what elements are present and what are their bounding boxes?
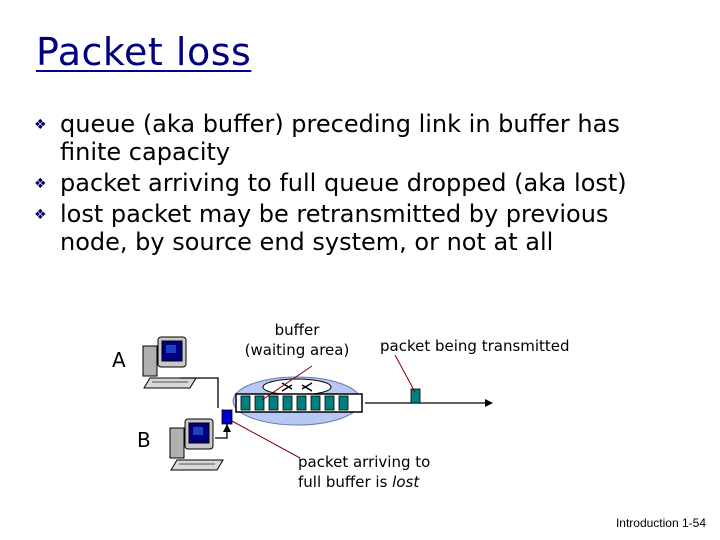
bullet-check-icon: ❖ <box>34 117 47 133</box>
arriving-label-line: packet arriving to <box>298 453 431 471</box>
slide-title: Packet loss <box>36 30 252 74</box>
bullet-check-icon: ❖ <box>34 176 47 192</box>
arriving-label: packet arriving to full buffer is lost <box>298 452 430 492</box>
transmitted-packet <box>410 388 421 404</box>
slide-footer: Introduction 1-54 <box>615 516 706 530</box>
bullet-item: ❖ lost packet may be retransmitted by pr… <box>34 200 714 256</box>
host-a-label: A <box>112 348 126 372</box>
buffer-label-line: buffer <box>274 321 320 339</box>
bullet-text: queue (aka buffer) preceding link in buf… <box>60 110 620 138</box>
bullet-item: ❖ packet arriving to full queue dropped … <box>34 169 714 197</box>
buffer-queue <box>235 393 363 413</box>
queued-packet <box>310 395 321 411</box>
queued-packet <box>324 395 335 411</box>
arriving-label-prefix: full buffer is <box>298 473 393 491</box>
queued-packet <box>338 395 349 411</box>
arriving-label-pointer <box>231 420 301 459</box>
buffer-label-line: (waiting area) <box>244 341 350 359</box>
host-b-label: B <box>137 428 151 452</box>
transmitted-label: packet being transmitted <box>380 337 570 355</box>
host-a-computer-icon <box>142 336 197 389</box>
link-a-to-router <box>180 377 219 408</box>
bullet-text: lost packet may be retransmitted by prev… <box>60 200 609 228</box>
bullet-text: node, by source end system, or not at al… <box>60 228 554 256</box>
transmitted-label-pointer <box>394 354 416 393</box>
arriving-label-emphasis: lost <box>392 473 420 491</box>
bullet-list: ❖ queue (aka buffer) preceding link in b… <box>34 110 714 259</box>
queued-packet <box>254 395 265 411</box>
queued-packet <box>268 395 279 411</box>
bullet-item: ❖ queue (aka buffer) preceding link in b… <box>34 110 714 166</box>
bullet-check-icon: ❖ <box>34 207 47 223</box>
queued-packet <box>296 395 307 411</box>
arriving-label-line: full buffer is lost <box>298 472 430 492</box>
buffer-label-pointer <box>261 365 313 401</box>
arrowhead-icon <box>485 399 493 407</box>
queued-packet <box>240 395 251 411</box>
host-b-computer-icon <box>169 418 224 471</box>
dropped-packet <box>221 409 233 425</box>
queued-packet <box>282 395 293 411</box>
bullet-text: packet arriving to full queue dropped (a… <box>60 169 627 197</box>
arriving-arrow-icon <box>223 424 231 432</box>
buffer-label: buffer (waiting area) <box>232 320 362 360</box>
bullet-text: finite capacity <box>60 138 231 166</box>
